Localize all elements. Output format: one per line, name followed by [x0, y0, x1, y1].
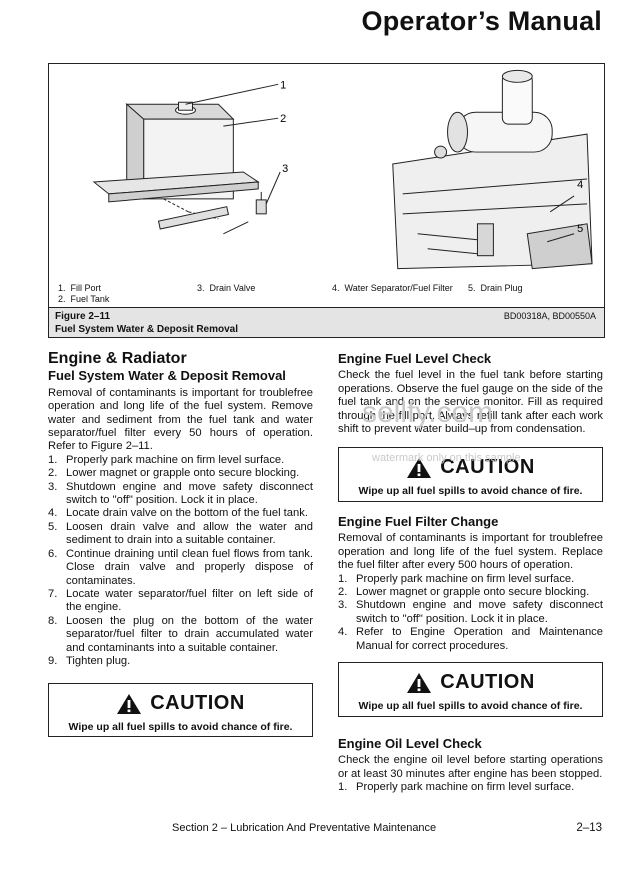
- list-item: 1.Properly park machine on firm level su…: [338, 781, 575, 794]
- list-item: 2.Lower magnet or grapple onto secure bl…: [48, 467, 300, 480]
- right-column-top: Engine Fuel Level Check Check the fuel l…: [338, 352, 603, 436]
- list-item: 1.Properly park machine on firm level su…: [48, 453, 285, 466]
- legend-item-1: 1. Fill Port: [58, 283, 102, 293]
- watermark-main: sellfy.com: [362, 396, 494, 429]
- fuel-level-heading: Engine Fuel Level Check: [338, 351, 492, 366]
- warning-triangle-icon: [117, 693, 142, 714]
- list-item: 7.Locate water separator/fuel filter on …: [48, 587, 313, 614]
- list-item: 6.Continue draining until clean fuel flo…: [48, 547, 313, 587]
- fuel-system-illustration: 1 2 3 4 5: [92, 69, 593, 270]
- warning-triangle-icon: [407, 457, 432, 478]
- left-column: Engine & Radiator Fuel System Water & De…: [48, 350, 313, 669]
- right-column-bottom: Engine Oil Level Check Check the engine …: [338, 737, 603, 795]
- list-item: 5.Loosen drain valve and allow the water…: [48, 520, 313, 547]
- engine-drawing: [392, 69, 593, 270]
- caution-message: Wipe up all fuel spills to avoid chance …: [358, 700, 583, 712]
- legend-item-3: 3. Drain Valve: [197, 283, 256, 293]
- list-item: 2.Lower magnet or grapple onto secure bl…: [338, 586, 590, 599]
- oil-level-heading: Engine Oil Level Check: [338, 736, 482, 751]
- page-title: Operator’s Manual: [361, 6, 602, 36]
- list-item: 3.Shutdown engine and move safety discon…: [48, 480, 313, 507]
- caution-message: Wipe up all fuel spills to avoid chance …: [68, 721, 293, 733]
- list-item: 8.Loosen the plug on the bottom of the w…: [48, 614, 313, 654]
- caution-label: CAUTION: [150, 692, 245, 714]
- legend-item-2: 2. Fuel Tank: [58, 294, 110, 304]
- caution-message: Wipe up all fuel spills to avoid chance …: [358, 485, 583, 497]
- callout-5: 5: [577, 223, 583, 235]
- caution-box-right-2: CAUTION Wipe up all fuel spills to avoid…: [338, 662, 603, 717]
- callout-4: 4: [577, 179, 583, 191]
- fuel-tank-drawing: [92, 83, 281, 235]
- figure-codes: BD00318A, BD00550A: [503, 311, 596, 321]
- warning-triangle-icon: [407, 672, 432, 693]
- caution-label: CAUTION: [440, 456, 535, 478]
- list-item: 9.Tighten plug.: [48, 654, 131, 667]
- caution-box-left: CAUTION Wipe up all fuel spills to avoid…: [48, 683, 313, 737]
- callout-1: 1: [280, 79, 286, 91]
- oil-level-body: Check the engine oil level before starti…: [338, 754, 603, 780]
- list-item: 4.Locate drain valve on the bottom of th…: [48, 507, 308, 520]
- oil-level-steps: 1.Properly park machine on firm level su…: [338, 781, 603, 794]
- list-item: 4.Refer to Engine Operation and Maintena…: [338, 626, 603, 652]
- list-item: 1.Properly park machine on firm level su…: [338, 572, 575, 585]
- filter-change-heading: Engine Fuel Filter Change: [338, 514, 499, 529]
- figure-panel: 1 2 3 4 5 1. Fill Port 2. Fuel Tank 3. D…: [48, 63, 605, 308]
- fuel-level-body: Check the fuel level in the fuel tank be…: [338, 369, 603, 436]
- legend-item-5: 5. Drain Plug: [468, 283, 523, 293]
- callout-3: 3: [282, 163, 288, 175]
- filter-change-body: Removal of contaminants is important for…: [338, 532, 603, 572]
- section-heading: Engine & Radiator: [48, 350, 187, 367]
- page-number: 2–13: [576, 822, 602, 834]
- callout-2: 2: [280, 113, 286, 125]
- figure-number: Figure 2–11: [55, 311, 111, 322]
- caution-label: CAUTION: [440, 671, 535, 693]
- fuel-water-steps: 1.Properly park machine on firm level su…: [48, 454, 313, 669]
- filter-change-steps: 1.Properly park machine on firm level su…: [338, 573, 603, 653]
- list-item: 3.Shutdown engine and move safety discon…: [338, 599, 603, 625]
- subheading-fuel-water: Fuel System Water & Deposit Removal: [48, 368, 286, 384]
- right-column-middle: Engine Fuel Filter Change Removal of con…: [338, 515, 603, 653]
- intro-paragraph: Removal of contaminants is important for…: [48, 386, 313, 453]
- watermark-sample: watermark only on this sample: [372, 452, 521, 464]
- figure-title: Fuel System Water & Deposit Removal: [55, 324, 239, 335]
- caution-box-right-1: CAUTION Wipe up all fuel spills to avoid…: [338, 447, 603, 502]
- figure-caption: Figure 2–11 Fuel System Water & Deposit …: [48, 308, 605, 338]
- legend-item-4: 4. Water Separator/Fuel Filter: [332, 283, 453, 293]
- footer-section-title: Section 2 – Lubrication And Preventative…: [172, 822, 437, 834]
